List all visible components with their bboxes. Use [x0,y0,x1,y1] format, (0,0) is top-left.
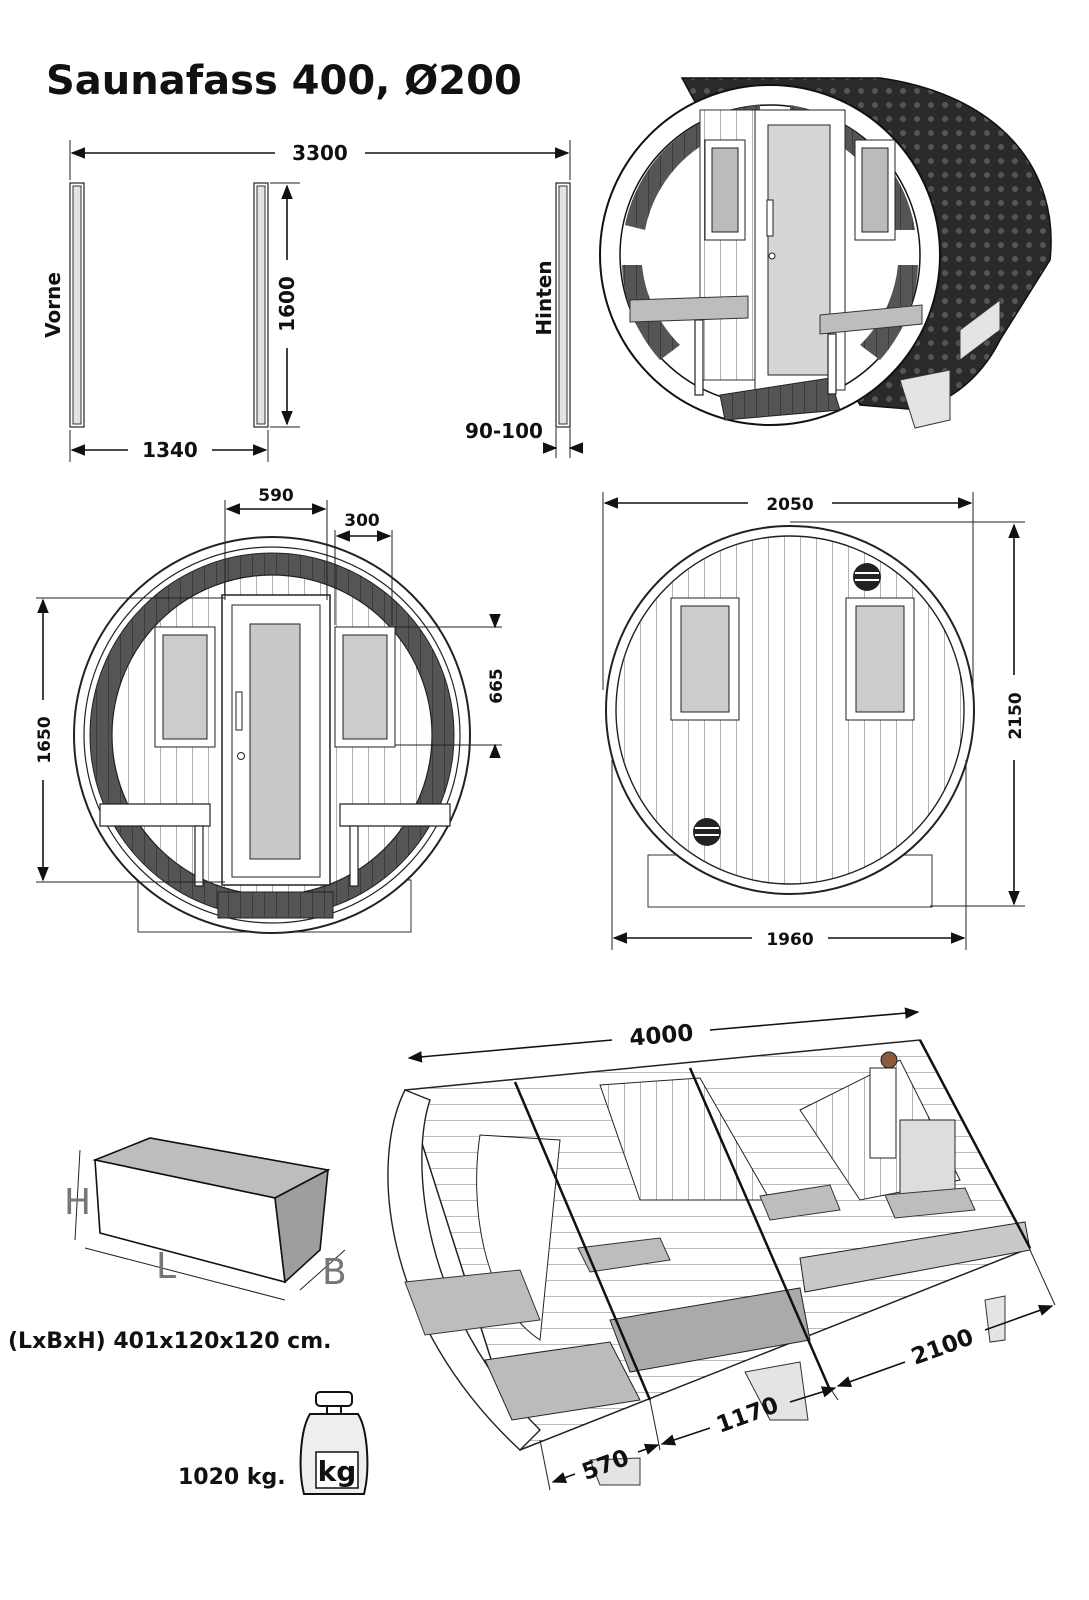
plan-total-length: 3300 [292,141,348,165]
front-window-width: 300 [344,511,380,531]
iso-length: 4000 [628,1020,694,1051]
front-height: 1650 [35,716,55,763]
page-title: Saunafass 400, Ø200 [46,58,522,104]
rear-width-top: 2050 [766,495,813,515]
rear-elevation: 2050 2150 1960 [602,492,1026,950]
perspective-front-view [599,77,1052,429]
plan-view: 3300 Vorne Hinten 1600 1340 90-100 [41,140,583,462]
iso-cutaway-view: 4000 570 1170 2100 [387,1007,1056,1491]
plan-wall-thickness: 90-100 [465,419,543,443]
box-letter-h: H [64,1182,91,1223]
plan-front-room: 1340 [142,438,198,462]
rear-width-bottom: 1960 [766,930,813,950]
iso-section-2100: 2100 [908,1324,977,1370]
weight-icon: kg [299,1391,369,1495]
box-letter-l: L [156,1246,176,1287]
front-window-height: 665 [487,668,507,704]
iso-section-1170: 1170 [713,1392,782,1438]
weight-value: 1020 kg. [178,1465,286,1490]
plan-height: 1600 [275,276,299,332]
rear-label: Hinten [532,260,556,335]
front-label: Vorne [41,272,65,338]
package-dimensions: (LxBxH) 401x120x120 cm. [8,1329,331,1354]
front-door-width: 590 [258,486,294,506]
weight-icon-label: kg [318,1455,357,1488]
box-letter-b: B [322,1252,347,1293]
package-box-icon: H L B [64,1137,347,1301]
rear-height: 2150 [1006,692,1026,739]
front-elevation: 590 300 665 1650 [35,486,507,934]
